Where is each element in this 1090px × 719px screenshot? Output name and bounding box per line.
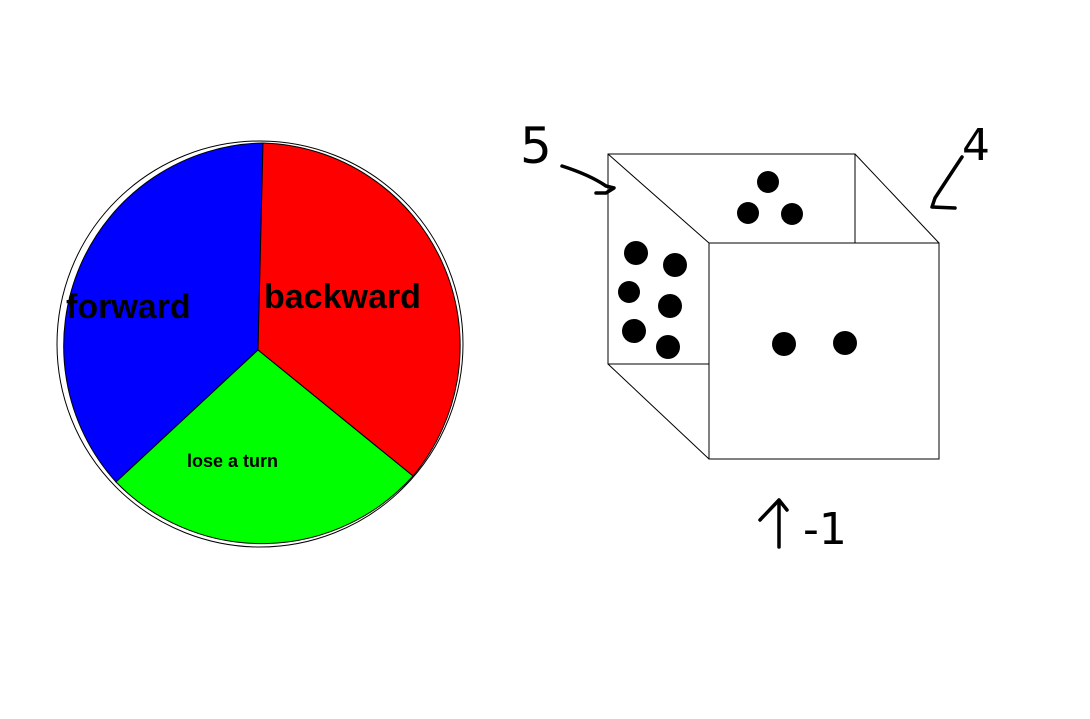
die-edge-top-left xyxy=(607,153,710,244)
callout-arrow-left-face xyxy=(560,164,616,195)
callout-arrow-right-face xyxy=(930,155,964,210)
die-pips xyxy=(618,171,857,359)
pip xyxy=(656,335,680,359)
pip xyxy=(781,203,803,225)
callout-label-left-face: 5 xyxy=(520,117,552,175)
callout-label-bottom-face: -1 xyxy=(803,504,847,555)
pip xyxy=(663,253,687,277)
spinner-section-lose-a-turn xyxy=(115,349,414,545)
pip xyxy=(757,171,779,193)
die-front-face xyxy=(708,242,940,460)
die-callouts: 5 4 -1 xyxy=(520,117,990,555)
pip xyxy=(622,319,646,343)
pip xyxy=(658,294,682,318)
die-edge-top-right xyxy=(854,153,940,244)
spinner-label-backward: backward xyxy=(264,278,421,316)
die-edge-bottom-left xyxy=(607,363,710,460)
callout-up-arrow xyxy=(758,498,789,549)
spinner-section-backward xyxy=(257,142,461,477)
spinner-label-lose-a-turn: lose a turn xyxy=(187,451,278,471)
spinner-outline xyxy=(56,140,464,548)
pip xyxy=(833,331,857,355)
pip xyxy=(737,202,759,224)
spinner-section-forward xyxy=(63,142,264,483)
spinner: forward backward lose a turn xyxy=(56,140,464,548)
spinner-label-forward: forward xyxy=(66,288,191,326)
pip xyxy=(624,241,648,265)
callout-label-right-face: 4 xyxy=(962,120,990,171)
pip xyxy=(618,281,640,303)
pip xyxy=(772,332,796,356)
die xyxy=(607,153,940,460)
